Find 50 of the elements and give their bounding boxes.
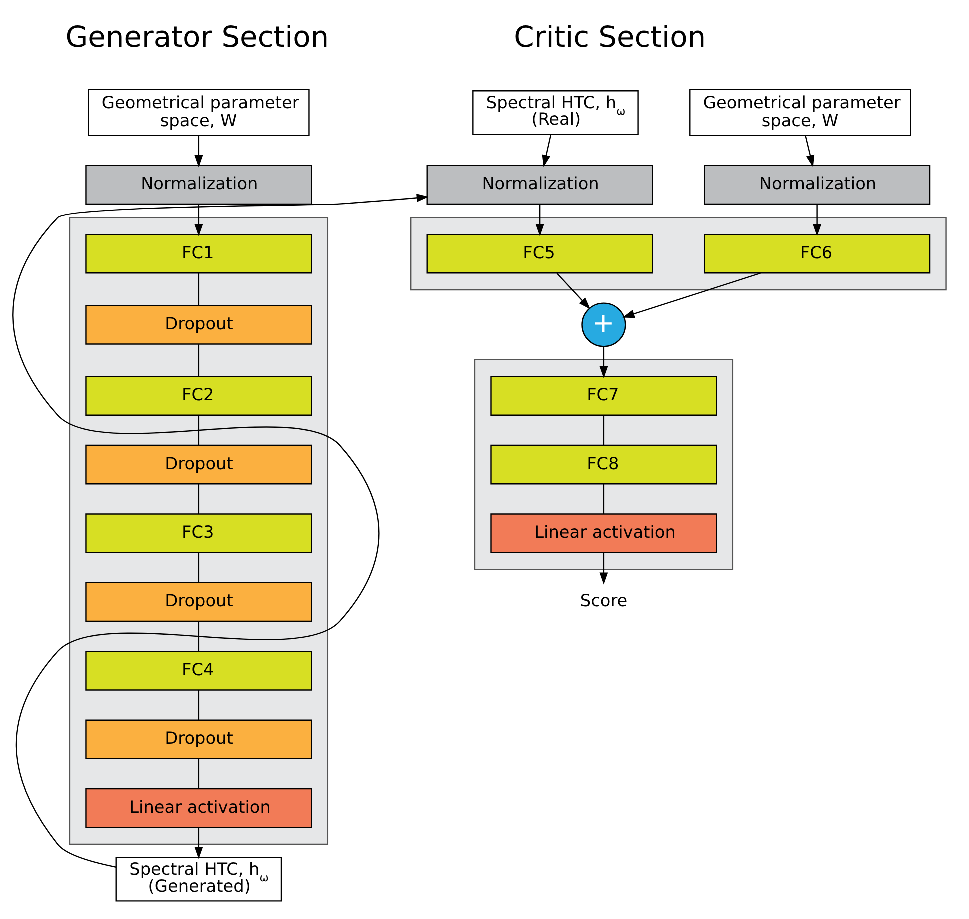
- node-box: Spectral HTC, h$_{ω}$ (Generated): [116, 856, 282, 902]
- connector: [198, 552, 200, 582]
- connector: [198, 273, 200, 305]
- connector: [198, 758, 200, 789]
- arrow: [813, 204, 822, 236]
- node-circle: +: [582, 302, 626, 347]
- arrow: [622, 272, 761, 318]
- node-box: Normalization: [426, 164, 654, 205]
- node-box: FC2: [86, 376, 312, 416]
- cluster: [69, 216, 329, 845]
- node-box: FC6: [704, 233, 931, 274]
- arrow: [194, 135, 204, 168]
- node-box: Linear activation: [86, 788, 312, 828]
- connector: [198, 621, 200, 652]
- node-box: Spectral HTC, h$_{ω}$ (Real): [472, 90, 639, 135]
- connector: [603, 484, 605, 514]
- node-box: Dropout: [86, 719, 312, 760]
- arrow: [805, 135, 815, 168]
- node-text: Score: [580, 590, 628, 610]
- node-box: Dropout: [86, 444, 312, 484]
- connector: [198, 484, 200, 514]
- node-box: Geometrical parameter space, W: [88, 88, 310, 136]
- node-box: FC5: [426, 233, 654, 274]
- arrow: [600, 346, 608, 378]
- label: Critic Section: [514, 19, 706, 54]
- node-box: FC4: [86, 650, 312, 690]
- node-box: FC8: [490, 444, 718, 484]
- cluster: [410, 216, 947, 290]
- arrow: [194, 204, 204, 236]
- connector: [198, 344, 200, 376]
- node-box: Dropout: [86, 582, 312, 622]
- node-box: Geometrical parameter space, W: [690, 88, 912, 136]
- label: Generator Section: [66, 19, 330, 54]
- arrow: [194, 827, 204, 859]
- node-box: FC1: [86, 233, 312, 274]
- node-box: Dropout: [86, 304, 312, 344]
- node-box: FC7: [490, 376, 718, 416]
- arrow: [12, 193, 429, 868]
- node-box: Linear activation: [490, 513, 718, 553]
- arrow: [542, 134, 552, 167]
- node-box: FC3: [86, 513, 312, 553]
- cluster: [474, 358, 734, 570]
- node-box: Normalization: [86, 164, 312, 205]
- arrow: [600, 552, 608, 584]
- connector: [198, 690, 200, 720]
- connector: [198, 414, 200, 446]
- connector: [603, 414, 605, 446]
- arrow: [536, 204, 544, 236]
- arrow: [556, 272, 591, 309]
- node-box: Normalization: [704, 164, 931, 205]
